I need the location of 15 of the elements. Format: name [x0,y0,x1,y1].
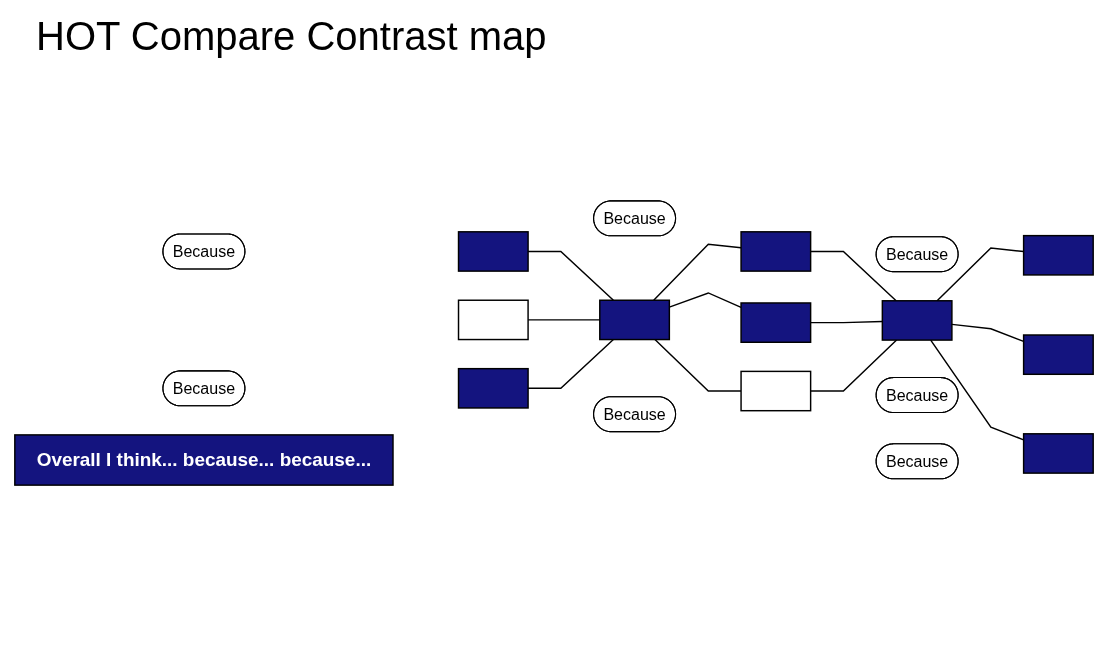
diagram-title: HOT Compare Contrast map [36,14,548,59]
node-box [457,299,529,341]
node-box [881,300,953,341]
node-box [739,302,811,343]
connector [929,339,1024,441]
node-box [1022,334,1094,376]
node-box: Overall I think... because... because... [13,434,394,486]
node-box [457,367,529,409]
node-box [739,370,811,412]
node-box [1022,234,1094,276]
node-box [1022,433,1094,474]
node-box [598,299,670,341]
node-box [457,231,529,272]
connector [935,247,1024,302]
node-box [739,231,811,272]
